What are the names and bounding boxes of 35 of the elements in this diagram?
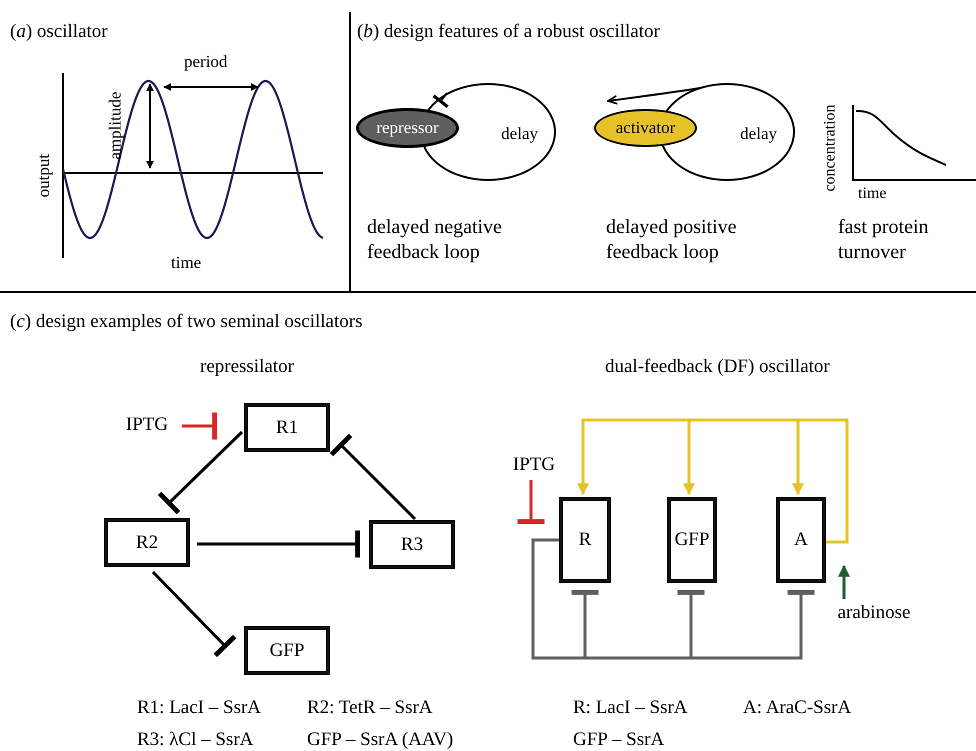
- legend-text: R1: LacI – SsrA: [137, 696, 262, 720]
- legend-text: GFP – SsrA: [573, 728, 664, 751]
- gene-box: R2: [104, 518, 190, 567]
- repressor-ellipse: repressor: [356, 108, 459, 148]
- legend-text: R: LacI – SsrA: [573, 696, 688, 720]
- gene-box: R1: [244, 403, 330, 452]
- inducer-label: arabinose: [826, 600, 922, 626]
- axis-label: amplitude: [104, 91, 126, 160]
- heading-text: repressilator: [200, 355, 294, 379]
- caption-text: delayed negative feedback loop: [367, 215, 503, 265]
- axis-label: concentration: [820, 104, 840, 192]
- heading-text: dual-feedback (DF) oscillator: [605, 355, 830, 379]
- axis-label: period: [184, 51, 228, 72]
- gene-box: GFP: [244, 626, 330, 675]
- legend-text: GFP – SsrA (AAV): [307, 728, 454, 751]
- panel-title: (c) design examples of two seminal oscillators: [10, 310, 362, 334]
- gene-box: A: [776, 497, 826, 583]
- caption-text: fast protein turnover: [838, 215, 930, 265]
- arrow: [838, 564, 850, 599]
- gene-box: R: [559, 497, 611, 583]
- axis-label: output: [32, 153, 54, 197]
- inducer-label: IPTG: [118, 412, 176, 438]
- axis-label: time: [171, 252, 202, 274]
- legend-text: R3: λCl – SsrA: [137, 728, 254, 751]
- gene-box: GFP: [667, 497, 717, 583]
- panel-title: (a) oscillator: [10, 20, 108, 44]
- caption-text: delayed positive feedback loop: [606, 215, 738, 265]
- gene-box: R3: [369, 520, 455, 569]
- legend-text: R2: TetR – SsrA: [307, 696, 433, 720]
- axis-label: time: [858, 184, 886, 204]
- activator-ellipse: activator: [594, 109, 697, 147]
- inducer-label: IPTG: [505, 452, 563, 478]
- panel-title: (b) design features of a robust oscillator: [357, 20, 660, 44]
- arrow: [792, 418, 848, 544]
- legend-text: A: AraC-SsrA: [743, 696, 852, 720]
